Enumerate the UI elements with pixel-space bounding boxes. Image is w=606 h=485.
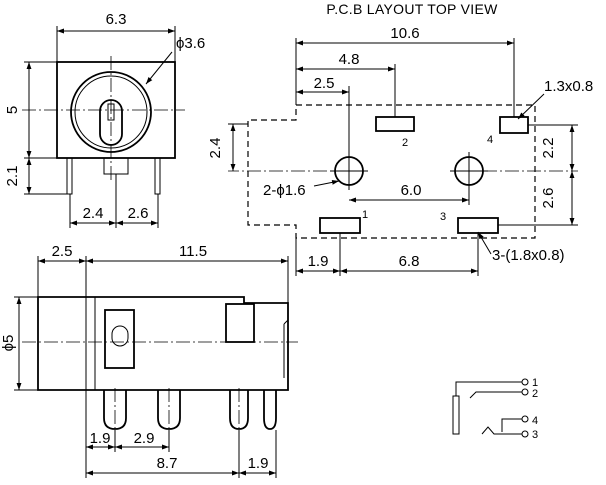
dim-right-upper: 2.2 <box>540 138 557 159</box>
schematic-plug-body <box>452 395 460 435</box>
dim-pad-spacing: 6.8 <box>399 253 420 270</box>
schematic-label-3: 3 <box>532 429 538 441</box>
dim-body-length: 11.5 <box>179 243 207 260</box>
dim-pin-span: 8.7 <box>157 455 178 472</box>
dim-front-width: 6.3 <box>106 11 127 28</box>
dim-pin-offset-2: 2.9 <box>134 430 155 447</box>
pad-4 <box>499 116 529 134</box>
side-contact-slot <box>111 325 129 347</box>
schematic-label-4: 4 <box>532 415 538 427</box>
dim-pcb-width: 10.6 <box>390 25 419 42</box>
front-pin-right <box>154 157 161 195</box>
front-view: 6.3 ϕ3.6 5 2.1 2.4 2.6 <box>4 11 205 228</box>
pcb-outline <box>247 104 536 239</box>
pad-1 <box>319 217 361 234</box>
dim-nose-length: 2.5 <box>52 243 73 260</box>
side-view: 2.5 11.5 ϕ5 1.9 2.9 8.7 1.9 <box>0 243 298 478</box>
schematic-label-1: 1 <box>532 377 538 389</box>
dim-pad1-offset: 1.9 <box>308 253 329 270</box>
schematic-terminal-1 <box>521 378 529 386</box>
pad-2 <box>375 116 415 132</box>
front-pin-left <box>66 157 73 195</box>
side-top-tab <box>225 303 255 343</box>
pad-label-1: 1 <box>362 209 368 221</box>
pad-label-4: 4 <box>487 134 493 146</box>
schematic-symbol: 1 2 4 3 <box>452 377 538 441</box>
dim-hole-spacing: 6.0 <box>401 182 422 199</box>
dim-diameter: ϕ5 <box>0 335 17 352</box>
dim-right-lower: 2.6 <box>540 188 557 209</box>
dim-pin-length: 2.1 <box>4 166 21 187</box>
pcb-layout-view: P.C.B LAYOUT TOP VIEW 2 4 1 3 10.6 4.8 2 <box>207 1 593 276</box>
dim-pad4-size: 1.3x0.8 <box>544 78 593 95</box>
schematic-terminal-4 <box>521 415 529 423</box>
side-body-outline <box>37 296 289 391</box>
dim-front-height: 5 <box>4 106 21 114</box>
hole-leader <box>145 51 173 85</box>
dim-pin-end: 1.9 <box>248 455 269 472</box>
side-pin-4 <box>263 390 277 430</box>
pad-3 <box>457 217 499 234</box>
pad-label-3: 3 <box>440 211 446 223</box>
dim-pin-left: 2.4 <box>83 205 104 222</box>
dim-hole-count: 2-ϕ1.6 <box>263 182 306 199</box>
side-contact-window <box>104 309 135 369</box>
dim-hole-offset: 2.5 <box>314 75 335 92</box>
schematic-terminal-2 <box>521 388 529 396</box>
dim-pin-right: 2.6 <box>128 205 149 222</box>
front-pin-center <box>103 157 129 175</box>
pad-label-2: 2 <box>402 137 408 149</box>
dim-pin-offset-1: 1.9 <box>90 430 111 447</box>
dim-front-hole: ϕ3.6 <box>176 35 205 52</box>
schematic-label-2: 2 <box>532 388 538 400</box>
dim-pad13-size: 3-(1.8x0.8) <box>492 247 565 264</box>
dim-pad2-height: 2.4 <box>207 138 224 159</box>
pcb-layout-title: P.C.B LAYOUT TOP VIEW <box>326 1 498 17</box>
schematic-terminal-3 <box>521 430 529 438</box>
dim-pad2-offset: 4.8 <box>339 51 360 68</box>
